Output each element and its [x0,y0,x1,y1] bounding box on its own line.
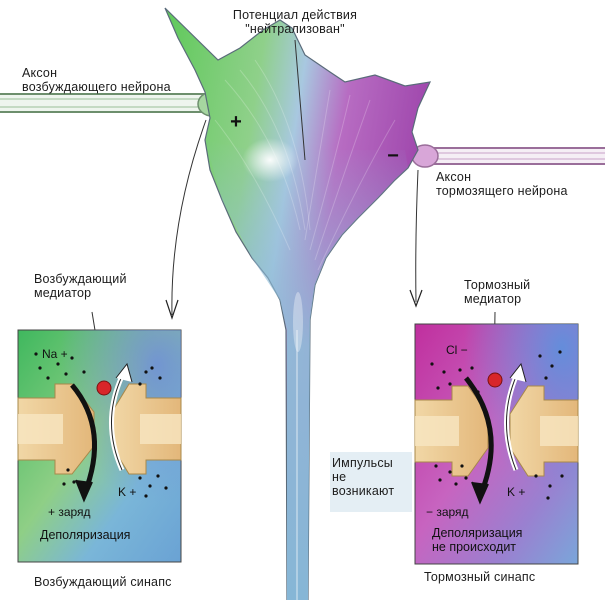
action-potential-label: Потенциал действия "нейтрализован" [215,8,375,36]
action-potential-label-line1: Потенциал действия [232,8,358,22]
excitatory-synapse-caption: Возбуждающий синапс [34,575,172,589]
inhibitory-mediator-label-line2: медиатор [464,292,522,306]
excitatory-axon-label-line2: возбуждающего нейрона [22,80,171,94]
impulses-label-line2: не [332,470,347,484]
excitatory-mediator-label: Возбуждающий медиатор [34,272,127,300]
inhibitory-ion-cl: Cl − [446,343,468,357]
impulses-label: Импульсы не возникают [332,456,394,498]
impulses-box [330,452,412,512]
inhibitory-synapse-panel [414,323,579,565]
inhibitory-axon-label-line1: Аксон [436,170,472,184]
arrow-to-excitatory-panel [165,299,179,320]
action-potential-label-line2: "нейтрализован" [245,22,345,36]
inhibitory-ion-k: K + [507,485,526,499]
excitatory-ion-na: Na + [42,347,68,361]
inhibitory-mediator-label: Тормозный медиатор [464,278,530,306]
excitatory-state: Деполяризация [40,528,131,542]
inhibitory-synapse-caption: Тормозный синапс [424,570,536,584]
excitatory-axon [0,91,227,117]
inhibitory-mediator-label-line1: Тормозный [464,278,531,292]
inhibitory-axon [411,144,605,168]
excitatory-synapse-panel [17,329,182,563]
neuron-body [164,7,432,600]
excitatory-charge: + заряд [48,505,91,519]
inhibitory-charge: − заряд [426,505,469,519]
excitatory-mediator-label-line2: медиатор [34,286,92,300]
excitatory-ion-k: K + [118,485,137,499]
plus-sign: + [230,111,242,133]
impulses-label-line1: Импульсы [332,456,393,470]
inhibitory-axon-label-line2: тормозящего нейрона [436,184,568,198]
excitatory-mediator-label-line1: Возбуждающий [34,272,127,286]
arrow-to-inhibitory-panel [409,289,423,308]
inhibitory-state: Деполяризация не происходит [432,526,522,554]
inhibitory-state-line2: не происходит [432,540,517,554]
inhibitory-state-line1: Деполяризация [432,526,523,540]
impulses-label-line3: возникают [332,484,395,498]
inhibitory-axon-label: Аксон тормозящего нейрона [436,170,568,198]
minus-sign: − [387,145,399,167]
excitatory-axon-label: Аксон возбуждающего нейрона [22,66,171,94]
excitatory-axon-label-line1: Аксон [22,66,58,80]
